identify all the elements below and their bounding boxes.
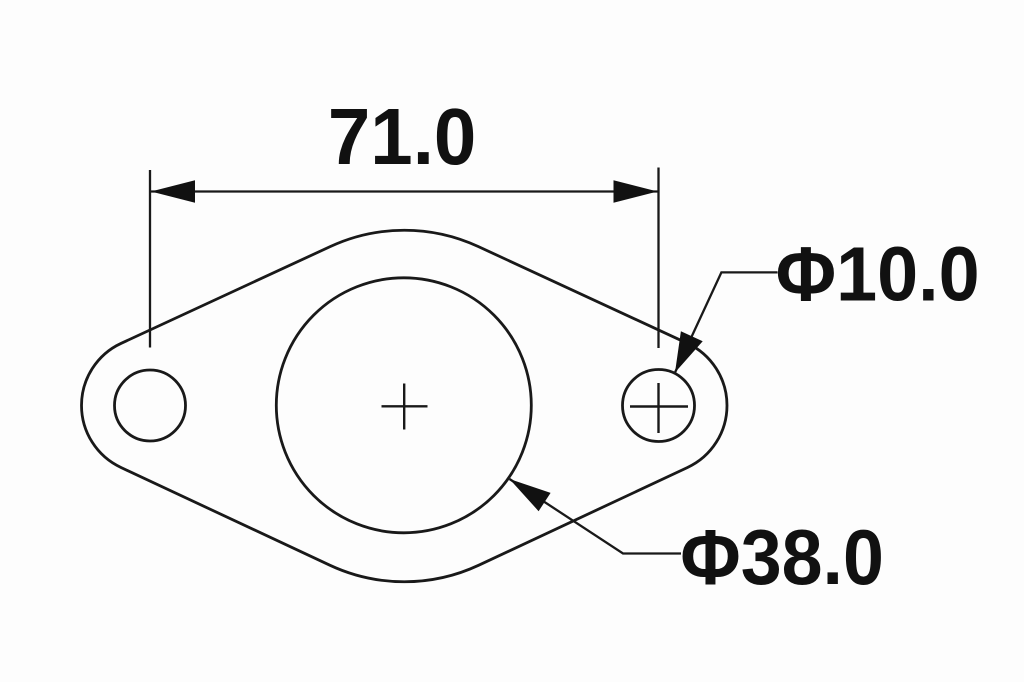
svg-text:Φ10.0: Φ10.0	[776, 232, 980, 318]
svg-text:71.0: 71.0	[328, 92, 476, 181]
svg-text:Φ38.0: Φ38.0	[680, 513, 884, 601]
